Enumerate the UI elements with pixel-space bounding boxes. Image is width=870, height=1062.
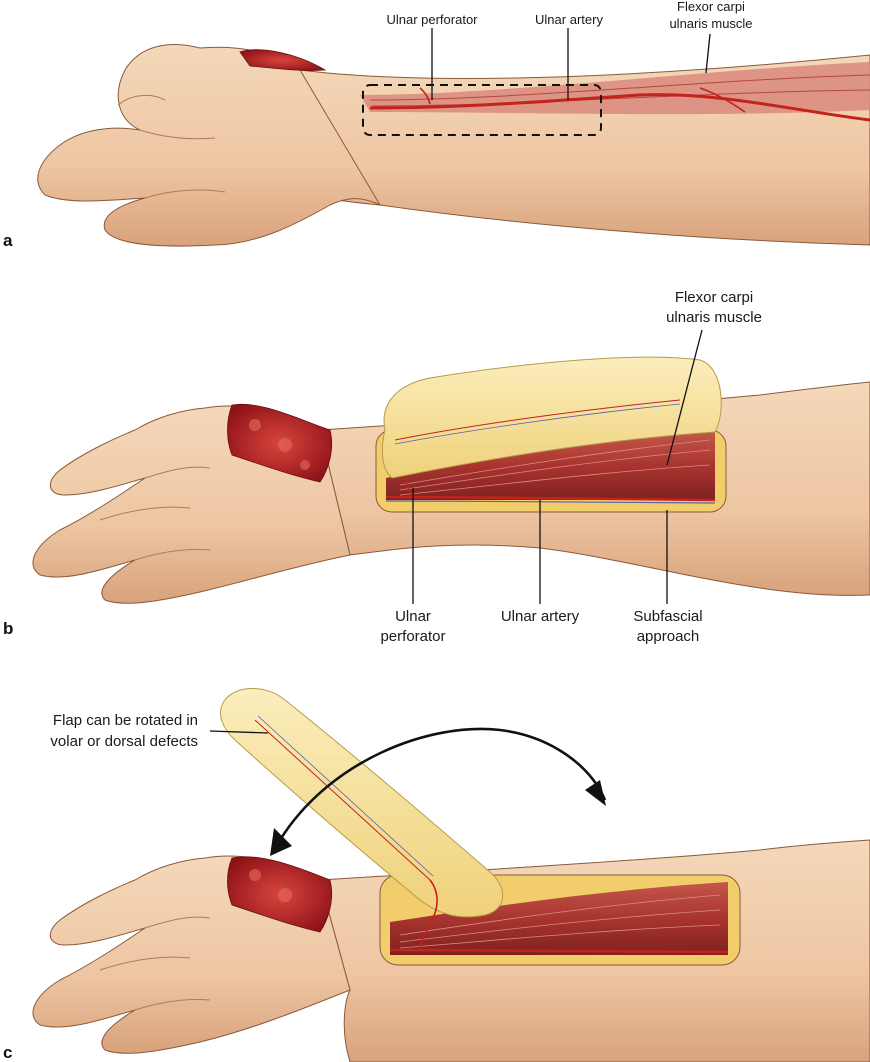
fat-flap-b	[381, 356, 722, 479]
rotation-arrow	[278, 727, 607, 841]
label-b-fcu-line1: Flexor carpi	[675, 289, 753, 306]
rotation-arrow-head-left	[270, 828, 292, 856]
label-b-ulnar-perforator-line1: Ulnar	[395, 608, 431, 625]
panel-letter-c: c	[3, 1043, 12, 1062]
panel-letter-b: b	[3, 619, 13, 638]
label-b-subfascial-line2: approach	[637, 628, 700, 645]
label-b-ulnar-artery: Ulnar artery	[501, 608, 580, 625]
fcu-muscle-c	[390, 882, 728, 955]
label-c-rotation-line1: Flap can be rotated in	[53, 712, 198, 729]
label-a-fcu-line1: Flexor carpi	[677, 0, 745, 14]
label-b-fcu-line2: ulnaris muscle	[666, 309, 762, 326]
label-c-rotation-line2: volar or dorsal defects	[50, 733, 198, 750]
panel-c: Flap can be rotated in volar or dorsal d…	[3, 688, 870, 1062]
panel-b: Flexor carpi ulnaris muscle Ulnar perfor…	[3, 289, 870, 645]
label-b-ulnar-perforator-line2: perforator	[380, 628, 445, 645]
flap-outline-dashed	[362, 84, 602, 136]
label-a-ulnar-perforator: Ulnar perforator	[386, 12, 478, 27]
ulnar-artery-a	[369, 93, 870, 122]
hand-a	[37, 43, 382, 247]
rotated-flap-c	[220, 688, 504, 918]
ulnar-artery-b	[385, 495, 716, 502]
label-a-ulnar-artery: Ulnar artery	[535, 12, 603, 27]
label-a-fcu-line2: ulnaris muscle	[669, 16, 752, 31]
wound-a	[239, 49, 327, 71]
panel-a: Ulnar perforator Ulnar artery Flexor car…	[3, 0, 870, 250]
label-b-subfascial-line1: Subfascial	[633, 608, 702, 625]
panel-letter-a: a	[3, 231, 13, 250]
rotation-arrow-head-right	[585, 780, 606, 806]
